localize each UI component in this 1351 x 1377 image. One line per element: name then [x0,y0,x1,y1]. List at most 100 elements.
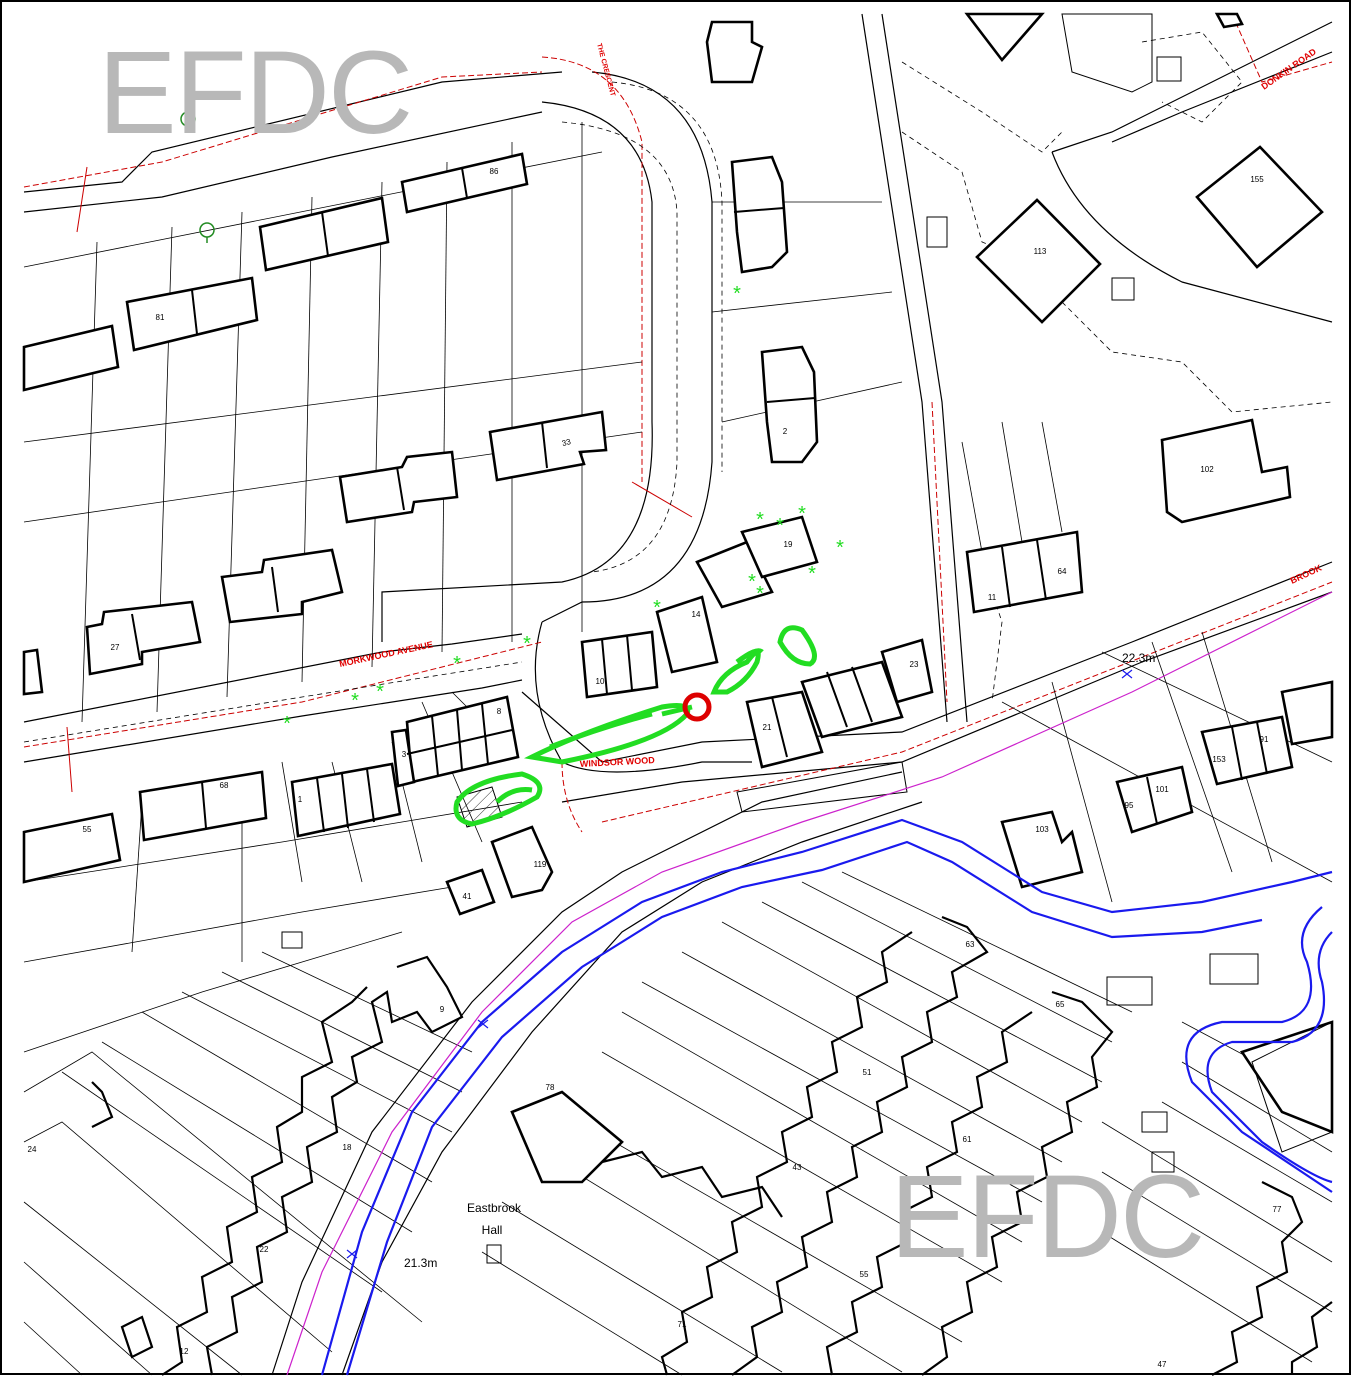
building [1200,715,1294,786]
star-icon: * [453,653,461,675]
street-label-crescent: THE CRESCENT [595,43,616,98]
building [580,630,659,699]
house-number: 102 [1200,465,1214,474]
house-number: 12 [180,1347,189,1356]
crescent-east-edge [541,71,713,623]
house-number: 95 [1125,801,1134,810]
building [1239,1020,1334,1134]
house-number: 91 [1260,735,1269,744]
building [138,770,268,842]
house-number: 2 [783,427,788,436]
star-icon: * [748,571,756,593]
building [880,638,934,704]
building [220,548,344,624]
terrace-buildings [91,915,1333,1376]
building [800,660,904,739]
house-number: 153 [1212,755,1226,764]
house-number: 119 [534,860,547,869]
spot-height-upper: 22.3m [1122,651,1155,665]
building [1115,765,1194,834]
flood-area [453,771,543,827]
house-number: 14 [692,610,701,619]
contour [286,591,1333,1376]
house-number: 71 [678,1320,687,1329]
house-number: 68 [220,781,229,790]
river-branch-inner [1206,931,1333,1184]
house-number: 10 [596,677,605,686]
building [490,825,554,899]
star-icon: * [733,283,741,305]
house-number: 86 [490,167,499,176]
street-label-morkwood: MORKWOOD AVENUE [338,639,433,669]
green-stars: * * * * * * * * * * * * * * [283,283,844,735]
top-road-south-edge [23,111,543,213]
building [22,648,44,696]
house-number: 3 [402,750,407,759]
house-number: 33 [561,437,572,448]
building [22,812,122,884]
crescent-west-edge [381,101,653,642]
morkwood-avenue-south-edge [23,679,523,763]
building [445,868,496,916]
house-number: 19 [784,540,793,549]
building [488,410,608,482]
star-icon: * [523,633,531,655]
main-road-east-edge [341,801,923,1376]
house-number: 11 [988,593,997,602]
building [1000,810,1084,889]
star-icon: * [283,713,291,735]
street-label-donkin: DONKIN ROAD [1259,46,1318,91]
house-number: 113 [1034,247,1047,256]
flood-area [549,711,653,750]
flood-area [495,787,533,804]
red-boundaries [23,13,1333,833]
building [390,728,416,788]
house-number: 55 [83,825,92,834]
street-label-windsor-wood: WINDSOR WOOD [580,755,656,769]
flood-area [735,648,764,665]
house-number: 103 [1035,825,1049,834]
watermark-bottom: EFDC [890,1151,1205,1283]
house-number: 61 [963,1135,972,1144]
house-number: 63 [966,940,975,949]
river [320,818,1333,1376]
hall-label-line2: Hall [482,1223,503,1237]
building [975,198,1102,324]
house-number: 27 [111,643,120,652]
estate-road-curve [1051,151,1333,323]
house-number: 65 [1056,1000,1065,1009]
star-icon: * [376,681,384,703]
star-icon: * [756,509,764,531]
house-number: 81 [156,313,165,322]
flood-area [777,625,817,667]
house-number: 22 [260,1245,269,1254]
house-number: 1 [298,795,303,804]
house-number: 21 [763,723,772,732]
river-branch [1185,906,1333,1193]
building [655,595,719,674]
building [705,20,764,84]
building [22,324,120,392]
house-number: 41 [463,892,472,901]
house-number: 55 [860,1270,869,1279]
building [510,1090,624,1184]
terrace-plots [23,871,1333,1376]
star-icon: * [653,597,661,619]
building-labels: Eastbrook Hall [467,1201,522,1237]
building [740,515,819,579]
building [125,276,259,352]
building [85,600,202,676]
house-number: 78 [546,1083,555,1092]
tree-symbols [180,111,215,243]
street-labels: MORKWOOD AVENUE WINDSOR WOOD DONKIN ROAD… [338,43,1323,769]
main-road-west-edge [271,771,903,1376]
river-east-bank [345,840,1263,1376]
building [1214,12,1244,29]
house-number: 77 [1273,1205,1282,1214]
house-number: 51 [863,1068,872,1077]
house-number: 47 [1158,1360,1167,1369]
street-label-brook: BROOK [1289,562,1324,585]
buildings [22,12,1334,1184]
building [730,155,789,274]
